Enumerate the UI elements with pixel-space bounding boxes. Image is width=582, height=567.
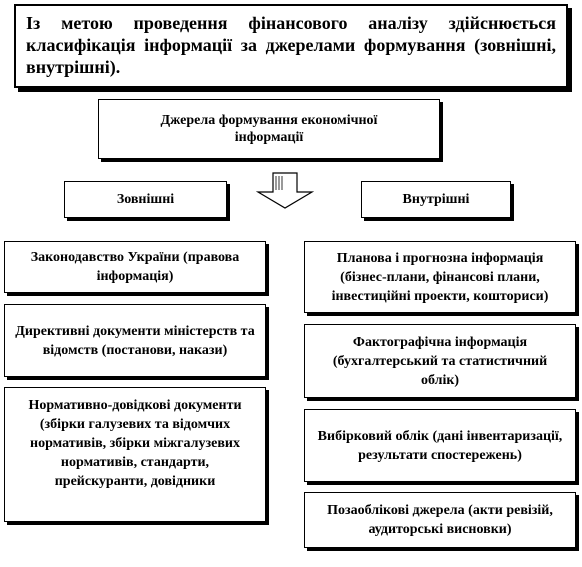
internal-item-label: Вибірковий облік (дані інвентаризації, р… [317,428,563,463]
internal-item-sampling: Вибірковий облік (дані інвентаризації, р… [304,409,576,482]
category-internal: Внутрішні [361,181,511,218]
category-external: Зовнішні [64,181,227,218]
internal-item-planning: Планова і прогнозна інформація (бізнес-п… [304,241,576,313]
internal-item-off-record: Позаоблікові джерела (акти ревізій, ауди… [304,492,576,548]
external-item-label: Директивні документи міністерств та відо… [15,323,255,358]
external-item-label: Нормативно-довідкові документи (збірки г… [28,398,242,489]
down-arrow-icon [256,172,314,209]
internal-item-label: Планова і прогнозна інформація (бізнес-п… [331,250,549,304]
external-item-label: Законодавство України (правова інформаці… [30,250,240,284]
intro-text: Із метою проведення фінансового аналізу … [26,13,556,77]
external-item-directives: Директивні документи міністерств та відо… [4,304,266,377]
external-item-legislation: Законодавство України (правова інформаці… [4,241,266,293]
diagram-heading: Джерела формування економічної інформаці… [160,113,378,145]
external-item-normative: Нормативно-довідкові документи (збірки г… [4,387,266,522]
internal-item-label: Фактографічна інформація (бухгалтерський… [332,334,548,388]
internal-item-label: Позаоблікові джерела (акти ревізій, ауди… [327,503,553,537]
category-internal-label: Внутрішні [402,191,470,207]
internal-item-factographic: Фактографічна інформація (бухгалтерський… [304,324,576,398]
diagram-heading-box: Джерела формування економічної інформаці… [98,99,440,159]
category-external-label: Зовнішні [116,191,175,207]
intro-text-box: Із метою проведення фінансового аналізу … [14,4,568,88]
